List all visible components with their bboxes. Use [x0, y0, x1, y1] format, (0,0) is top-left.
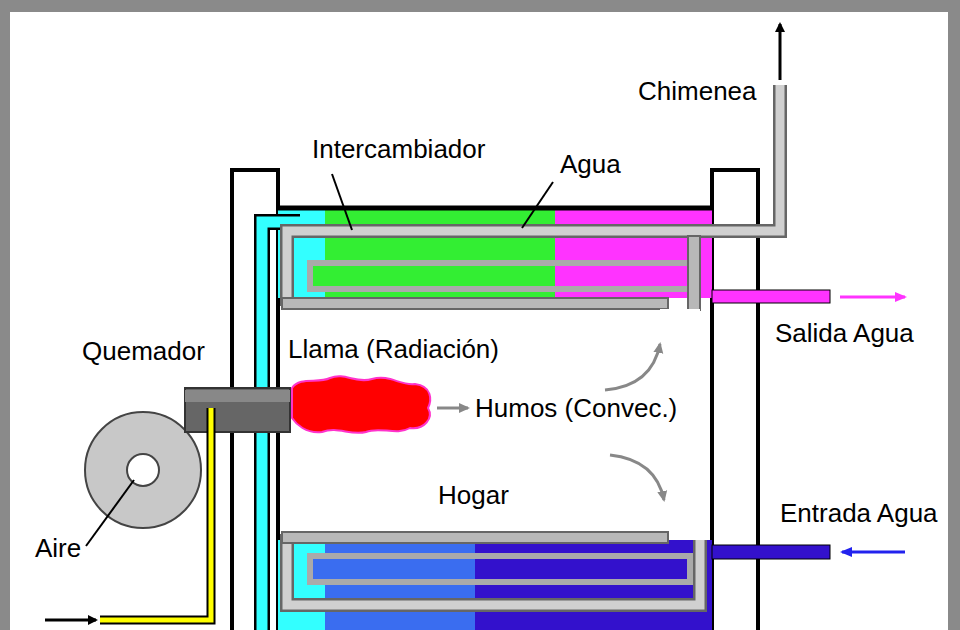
flame — [292, 376, 430, 433]
part-label: Agua — [558, 149, 623, 180]
part-label: Entrada Agua — [778, 498, 940, 529]
heat-exchanger — [282, 85, 780, 605]
fuel-line — [100, 408, 211, 620]
outlet-arrow — [840, 296, 905, 299]
end-plates — [232, 170, 758, 630]
part-label: Llama (Radiación) — [286, 334, 501, 365]
leader-line — [332, 174, 352, 230]
part-label: Quemador — [80, 336, 207, 367]
canvas — [10, 12, 948, 630]
leader-line — [522, 182, 553, 228]
leader-line — [86, 480, 134, 546]
fuel-arrow — [45, 619, 96, 622]
inlet-arrow — [842, 551, 905, 554]
part-label: Aire — [33, 533, 83, 564]
flow-arrow — [610, 455, 664, 500]
water-bottom — [278, 540, 712, 630]
burner — [85, 388, 290, 528]
water-top — [278, 208, 712, 298]
chimney-arrow — [779, 24, 782, 80]
furnace — [660, 309, 700, 311]
outlet-pipe — [712, 290, 830, 303]
flow-arrow — [437, 407, 468, 410]
part-label: Intercambiador — [310, 134, 487, 165]
inlet-pipe — [712, 545, 830, 559]
flow-arrow — [605, 344, 660, 390]
fuel-line — [100, 408, 211, 620]
part-label: Humos (Convec.) — [473, 393, 679, 424]
part-label: Hogar — [436, 480, 511, 511]
part-label: Salida Agua — [773, 318, 916, 349]
part-label: Chimenea — [636, 76, 759, 107]
